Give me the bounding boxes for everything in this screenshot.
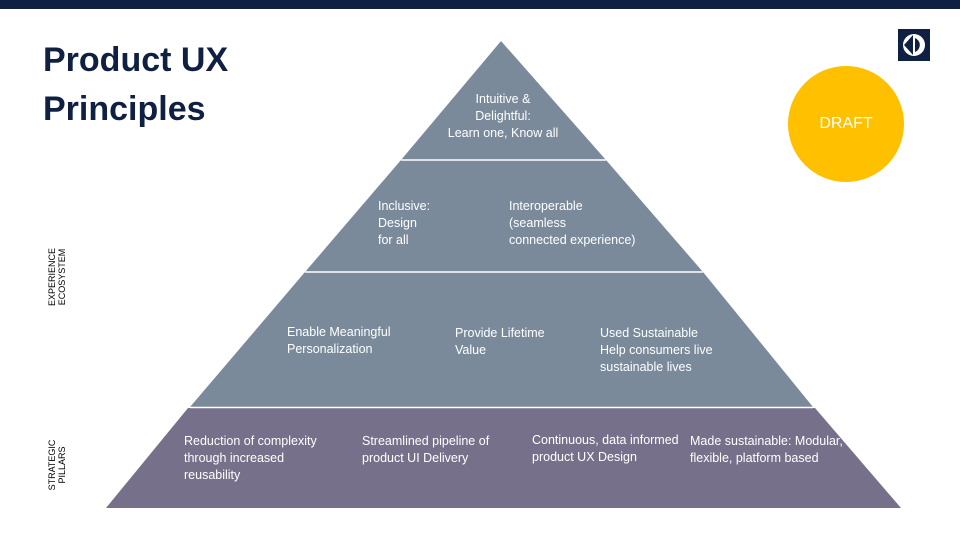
- principle-line: Used Sustainable: [600, 326, 698, 340]
- electrolux-logo-icon: [898, 29, 930, 61]
- principle-used-sustainable: Used Sustainable Help consumers live sus…: [600, 325, 713, 376]
- principle-line: Help consumers live: [600, 343, 713, 357]
- pillar-streamlined-pipeline: Streamlined pipeline of product UI Deliv…: [362, 433, 489, 467]
- pyramid-tier-3: [190, 272, 813, 407]
- side-label-line: EXPERIENCE: [47, 247, 57, 307]
- pillar-complexity-reduction: Reduction of complexity through increase…: [184, 433, 317, 484]
- principle-line: Provide Lifetime: [455, 326, 545, 340]
- top-accent-bar: [0, 0, 960, 9]
- pillar-line: Streamlined pipeline of: [362, 434, 490, 448]
- pillar-line: Made sustainable: Modular,: [690, 434, 843, 448]
- side-label-line: STRATEGIC: [47, 439, 57, 491]
- principle-line: Intuitive &: [475, 92, 531, 106]
- principle-line: connected experience): [509, 233, 636, 247]
- pyramid-tier-2: [305, 160, 703, 272]
- side-label-experience-ecosystem: EXPERIENCE ECOSYSTEM: [47, 237, 69, 317]
- principle-line: Design: [378, 216, 417, 230]
- principle-line: sustainable lives: [600, 360, 692, 374]
- principle-line: Value: [455, 343, 487, 357]
- pillar-line: product UI Delivery: [362, 451, 469, 465]
- side-label-line: PILLARS: [57, 446, 67, 484]
- principle-lifetime-value: Provide Lifetime Value: [455, 325, 545, 359]
- principle-line: for all: [378, 233, 409, 247]
- principle-line: Inclusive:: [378, 199, 431, 213]
- principle-line: Personalization: [287, 342, 373, 356]
- principle-line: Learn one, Know all: [447, 126, 559, 140]
- pillar-line: Continuous, data informed: [532, 433, 679, 447]
- principle-line: Enable Meaningful: [287, 325, 391, 339]
- draft-badge: DRAFT: [788, 66, 904, 182]
- pillar-continuous-design: Continuous, data informed product UX Des…: [532, 432, 679, 466]
- pyramid-tier-4: [106, 408, 901, 508]
- pillar-line: product UX Design: [532, 450, 637, 464]
- draft-label: DRAFT: [819, 115, 873, 132]
- principle-line: (seamless: [509, 216, 566, 230]
- principle-line: Interoperable: [509, 199, 583, 213]
- side-label-line: ECOSYSTEM: [57, 248, 67, 306]
- title-line-2: Principles: [43, 90, 206, 128]
- page-title: Product UX Principles: [43, 36, 343, 134]
- pillar-made-sustainable: Made sustainable: Modular, flexible, pla…: [690, 433, 843, 467]
- principle-personalization: Enable Meaningful Personalization: [287, 324, 391, 358]
- title-line-1: Product UX: [43, 41, 229, 79]
- principle-interoperable: Interoperable (seamless connected experi…: [509, 198, 635, 249]
- pillar-line: reusability: [184, 468, 241, 482]
- pillar-line: flexible, platform based: [690, 451, 819, 465]
- pyramid-tier-1: [401, 41, 606, 160]
- principle-inclusive: Inclusive: Design for all: [378, 198, 430, 249]
- pillar-line: through increased: [184, 451, 285, 465]
- side-label-strategic-pillars: STRATEGIC PILLARS: [47, 430, 69, 500]
- logo-glyph: [903, 34, 925, 56]
- principle-line: Delightful:: [475, 109, 531, 123]
- principle-intuitive: Intuitive & Delightful: Learn one, Know …: [438, 91, 568, 142]
- pillar-line: Reduction of complexity: [184, 434, 317, 448]
